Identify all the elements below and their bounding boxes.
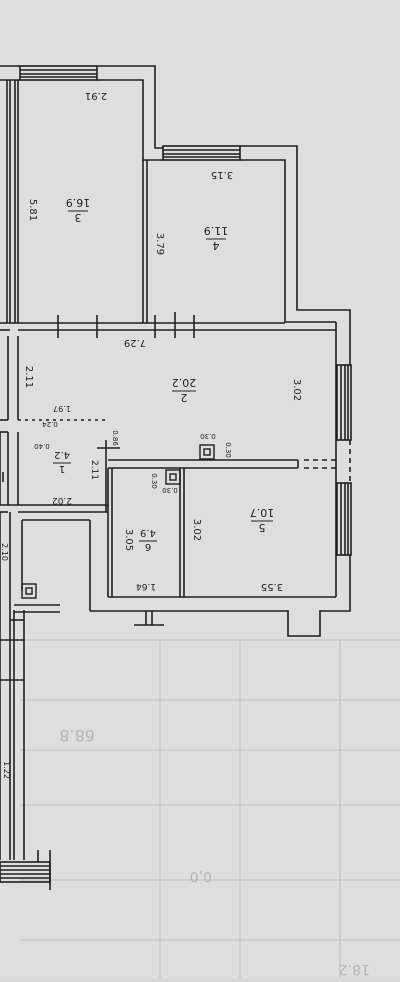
- room-5-label: 5 10.7: [250, 506, 275, 534]
- dim-3-55: 3.55: [261, 581, 283, 592]
- room-3-label: 3 16.9: [66, 196, 91, 224]
- dim-0-30-a: 0.30: [200, 432, 216, 440]
- dim-2-91: 2.91: [85, 90, 107, 101]
- dim-2-02: 2.02: [52, 495, 72, 505]
- room-1-label: 1 4.2: [53, 449, 71, 474]
- dim-3-02-a: 3.02: [291, 379, 302, 401]
- room-number: 5: [259, 521, 266, 534]
- dim-3-05: 3.05: [123, 529, 134, 551]
- room-number: 6: [145, 541, 151, 552]
- room-area: 4.2: [54, 449, 70, 460]
- room-area: 20.2: [172, 376, 197, 389]
- dim-0-30-d: 0.30: [162, 486, 178, 494]
- vent-shaft-2: [165, 469, 181, 485]
- vent-shaft-1: [199, 444, 215, 460]
- dim-2-11-a: 2.11: [23, 366, 34, 388]
- background-text-1: 68.8: [59, 726, 95, 745]
- room-area: 10.7: [250, 506, 275, 519]
- room-number: 2: [181, 391, 188, 404]
- dim-5-81: 5.81: [27, 199, 38, 221]
- dim-2-10: 2.10: [0, 543, 9, 561]
- dim-0-86: 0.86: [111, 430, 119, 446]
- vent-shaft-3: [21, 583, 37, 599]
- dim-3-79: 3.79: [154, 233, 165, 255]
- background-text-2: 0,0: [190, 868, 212, 884]
- dim-0-40: 0.40: [34, 442, 50, 450]
- dim-2-11-b: 2.11: [89, 460, 99, 480]
- background-table-lines: [20, 639, 400, 978]
- dim-3-02-b: 3.02: [191, 519, 202, 541]
- room-area: 11.9: [204, 224, 229, 237]
- room-number: 4: [213, 239, 220, 252]
- dim-1-97: 1.97: [53, 404, 71, 413]
- dim-3-15: 3.15: [211, 169, 233, 180]
- room-number: 3: [75, 211, 82, 224]
- dimension-labels: 2.91 5.81 3.15 3.79 7.29 2.11 3.02 1.97 …: [0, 90, 302, 779]
- room-6-label: 6 4.9: [139, 527, 157, 552]
- dim-0-30-b: 0.30: [224, 442, 232, 458]
- vent-shafts: [21, 444, 215, 599]
- dim-0-30-c: 0.30: [150, 473, 158, 489]
- dim-1-22: 1.22: [2, 761, 11, 779]
- dim-0-24: 0.24: [42, 420, 58, 428]
- walls: [0, 65, 352, 890]
- room-4-label: 4 11.9: [204, 224, 229, 252]
- dim-1-64: 1.64: [136, 581, 156, 591]
- background-text-3: 18.2: [339, 961, 370, 977]
- room-area: 4.9: [140, 527, 156, 538]
- dim-7-29: 7.29: [124, 337, 146, 348]
- room-2-label: 2 20.2: [172, 376, 197, 404]
- room-number: 1: [59, 463, 65, 474]
- room-area: 16.9: [66, 196, 91, 209]
